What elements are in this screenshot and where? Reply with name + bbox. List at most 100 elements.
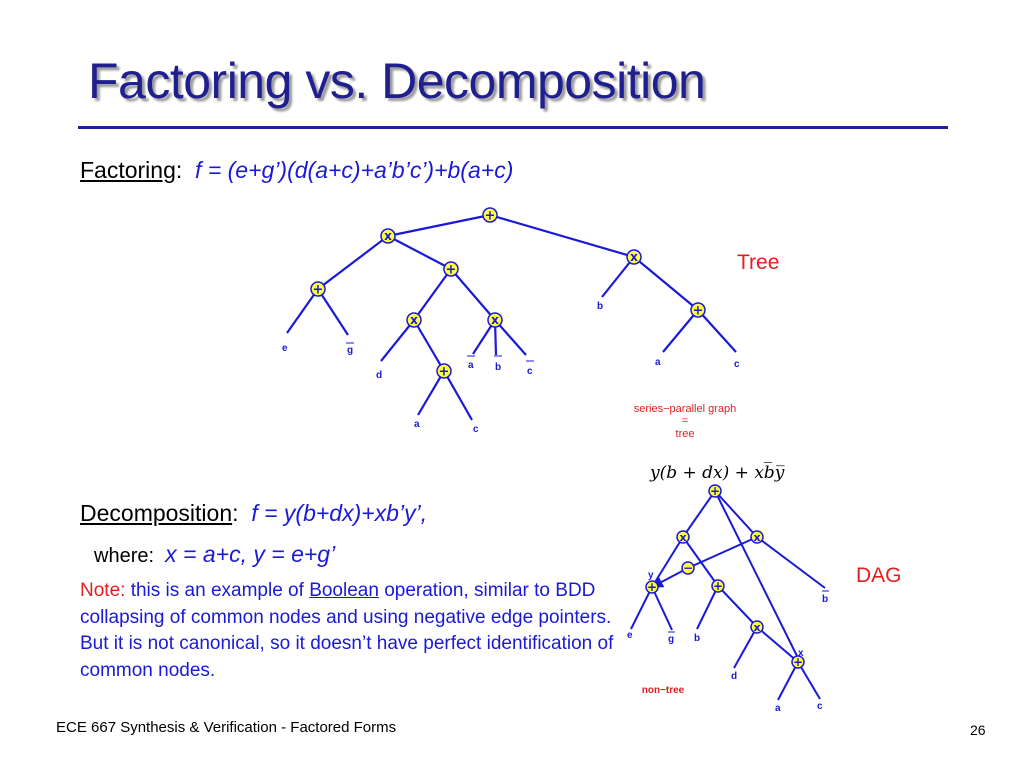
dag-edge (777, 661, 799, 701)
note-text-after: operation, similar to BDD collapsing of … (80, 580, 614, 681)
tree-edge (662, 309, 699, 353)
tree-node-sum: + (436, 363, 452, 380)
tree-leaf-e: e (282, 343, 288, 354)
tree-leaf-c-bar: c (527, 366, 533, 377)
dag-edge (756, 626, 799, 663)
dag-edge (650, 567, 689, 588)
note-paragraph: Note: this is an example of Boolean oper… (80, 578, 620, 684)
page-number: 26 (970, 722, 986, 738)
decomposition-line: Decomposition: f = y(b+dx)+xb’y’, (80, 500, 427, 527)
dag-edge (682, 490, 716, 538)
tree-leaf-a-bar: a (468, 360, 474, 371)
tree-node-sum: + (443, 261, 459, 278)
tree-edge (601, 256, 635, 298)
dag-figure (630, 490, 826, 701)
tree-edge (286, 288, 319, 334)
tree-leaf-d: d (376, 370, 382, 381)
svg-text:x: x (679, 531, 686, 544)
dag-edge (733, 626, 758, 669)
tree-edge (317, 235, 389, 290)
tree-caption-line1: series−parallel graph (634, 403, 736, 415)
dag-edge (797, 661, 821, 700)
svg-text:x: x (384, 229, 392, 243)
tree-edge (317, 288, 349, 336)
dag-leaf-a: a (775, 703, 781, 714)
svg-text:x: x (753, 621, 760, 634)
dag-node-sum: + (711, 579, 725, 593)
tree-leaf-c: c (473, 424, 479, 435)
dag-leaf-g-bar: g (668, 634, 674, 645)
tree-leaf-a: a (655, 357, 661, 368)
tree-leaf-b: b (597, 301, 603, 312)
tree-node-sum: + (310, 281, 326, 298)
tree-leaf-a: a (414, 419, 420, 430)
footer-course: ECE 667 Synthesis & Verification - Facto… (56, 719, 397, 736)
where-line: where: x = a+c, y = e+g’ (94, 541, 335, 568)
tree-edge (697, 309, 737, 353)
boolean-link[interactable]: Boolean (309, 580, 379, 601)
tree-node-product: x (406, 312, 422, 328)
svg-text:+: + (710, 484, 720, 498)
dag-edge (714, 490, 758, 538)
dag-node-product: x (750, 530, 764, 544)
tree-leaf-b-bar: b (495, 362, 501, 373)
tree-node-root: + (482, 207, 498, 224)
tree-caption-line2: = (682, 415, 688, 427)
dag-node-minus: − (681, 561, 695, 575)
svg-text:+: + (485, 209, 496, 224)
dag-expression: y(b + dx) + xb̅y̅ (649, 461, 785, 483)
tree-leaf-g-bar: g (347, 345, 353, 356)
where-formula: x = a+c, y = e+g’ (165, 541, 336, 567)
dag-node-product: x (676, 530, 690, 544)
dag-leaf-c: c (817, 701, 823, 712)
tree-edge (417, 370, 445, 416)
dag-leaf-b: b (694, 633, 700, 644)
dag-side-label: DAG (856, 564, 902, 587)
tree-edge (443, 370, 473, 421)
decomposition-formula: f = y(b+dx)+xb’y’, (251, 500, 428, 526)
dag-label-y: y (648, 570, 654, 581)
dag-edge (630, 586, 653, 630)
dag-node-root: + (708, 484, 722, 498)
dag-node-sum: + (791, 655, 805, 669)
tree-side-label: Tree (737, 251, 779, 274)
dag-edge (687, 536, 758, 569)
tree-edge (380, 319, 415, 362)
dag-leaf-b-bar: b (822, 594, 828, 605)
dag-node-product: x (750, 620, 764, 634)
svg-text:+: + (647, 580, 657, 594)
svg-text:+: + (693, 304, 704, 319)
svg-text:x: x (753, 531, 760, 544)
tree-edge (450, 268, 496, 321)
svg-text:+: + (713, 579, 723, 593)
dag-edge (717, 585, 758, 628)
dag-leaf-e: e (627, 630, 633, 641)
factoring-formula: f = (e+g’)(d(a+c)+a’b’c’)+b(a+c) (195, 157, 514, 183)
tree-edge (633, 256, 699, 311)
dag-edge (651, 586, 673, 631)
tree-edge (413, 268, 452, 321)
tree-edge (387, 213, 491, 238)
dag-caption: non−tree (642, 685, 685, 696)
decomposition-label: Decomposition (80, 500, 233, 526)
svg-text:x: x (630, 250, 638, 264)
dag-leaf-d: d (731, 671, 737, 682)
tree-figure (286, 213, 737, 421)
tree-node-product: x (626, 249, 642, 265)
dag-label-x: x (798, 648, 804, 659)
decomposition-colon: : (232, 500, 239, 526)
tree-node-product: x (380, 228, 396, 244)
tree-caption-line3: tree (676, 428, 695, 440)
tree-node-product: x (487, 312, 503, 328)
title-underline (78, 126, 948, 129)
tree-edge (387, 235, 452, 270)
svg-text:x: x (491, 313, 499, 327)
factoring-colon: : (175, 157, 183, 183)
note-label: Note: (80, 580, 126, 601)
where-label: where: (94, 545, 155, 567)
svg-text:+: + (793, 655, 803, 669)
dag-edge (756, 536, 826, 589)
tree-edge (494, 319, 527, 356)
dag-node-sum: + (645, 580, 659, 594)
